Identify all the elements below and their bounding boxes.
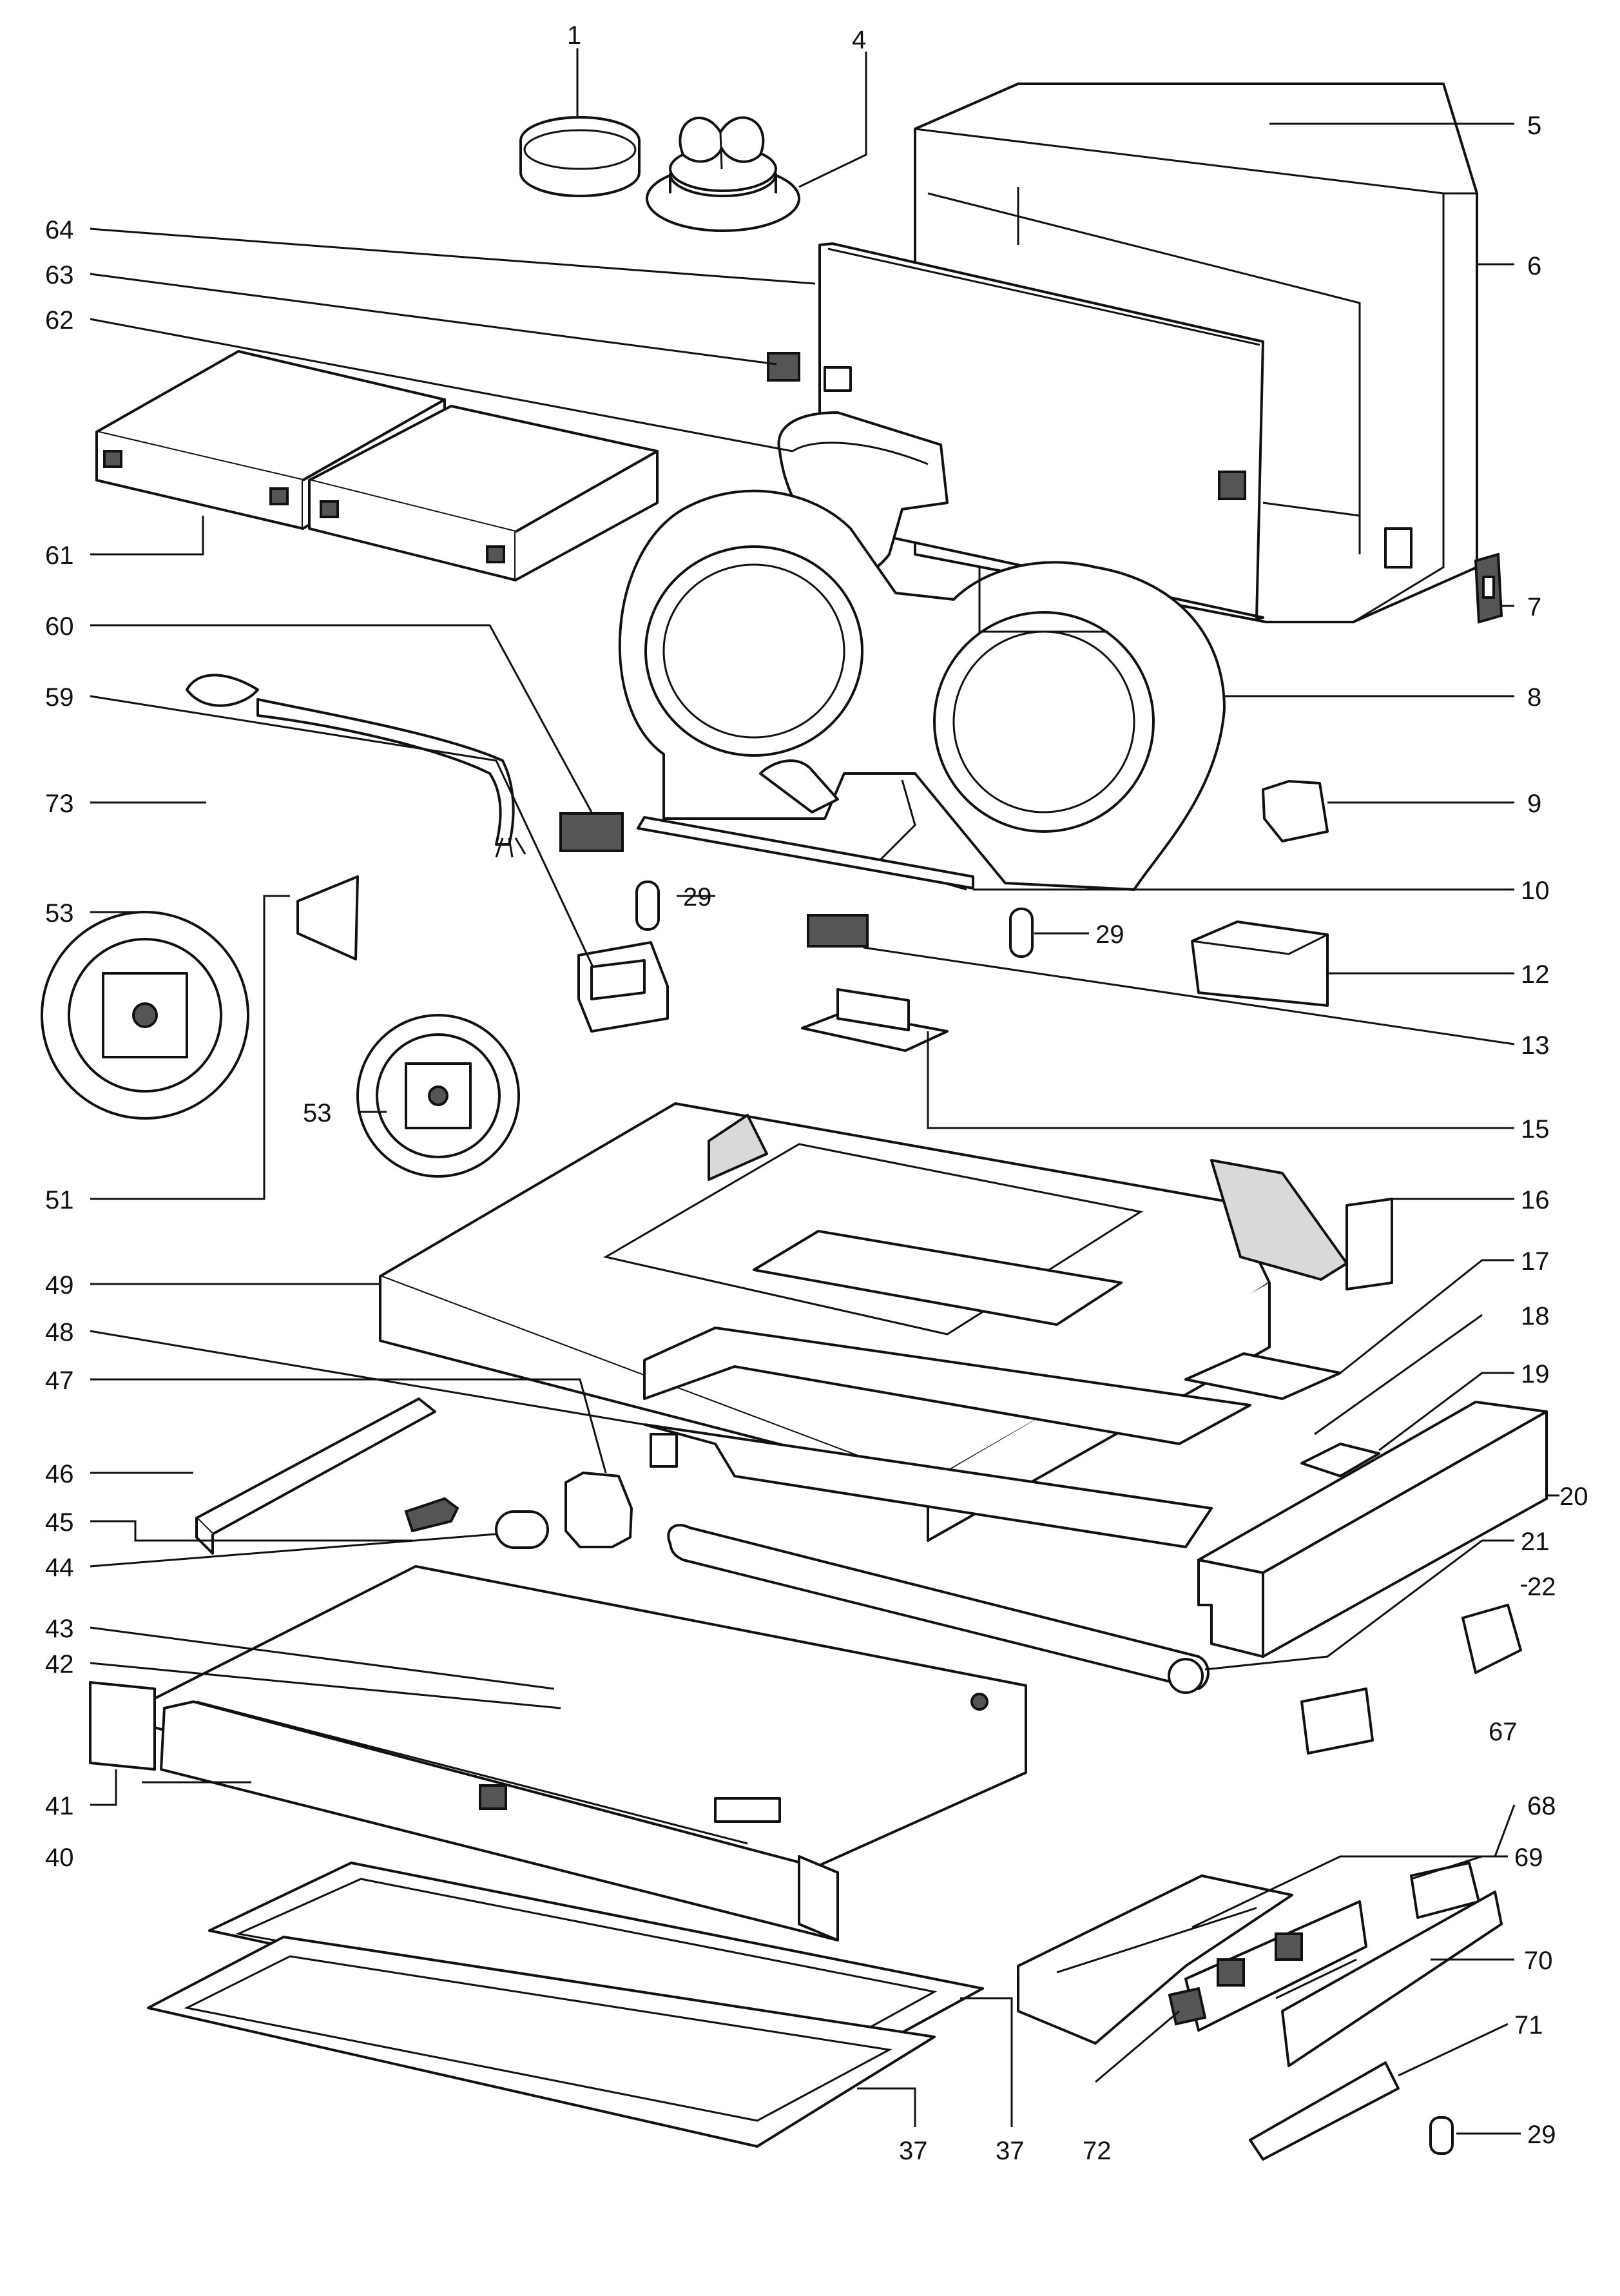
grommet-29a <box>635 880 660 931</box>
leader-lines <box>90 48 1559 2135</box>
label-18: 18 <box>1521 1302 1550 1330</box>
end-cap-41 <box>89 1681 156 1771</box>
label-64: 64 <box>45 216 74 244</box>
fan-scroll-housing-8 <box>618 489 1226 891</box>
duct-collar-1 <box>519 116 641 197</box>
terminal-block-13 <box>807 914 869 948</box>
label-8: 8 <box>1527 683 1541 712</box>
terminal-block-60 <box>559 812 624 852</box>
label-71: 71 <box>1514 2011 1543 2039</box>
label-53a: 53 <box>45 899 74 928</box>
lamp-tube-21 <box>667 1524 1210 1694</box>
part-19 <box>1300 1443 1380 1477</box>
label-22: 22 <box>1527 1573 1556 1601</box>
label-29c: 29 <box>1527 2121 1556 2149</box>
label-49: 49 <box>45 1271 74 1299</box>
label-51: 51 <box>45 1186 74 1214</box>
sheet-51 <box>296 875 359 960</box>
canopy-panel-43 <box>153 1565 1027 1893</box>
label-21: 21 <box>1521 1528 1550 1556</box>
label-41: 41 <box>45 1792 74 1820</box>
label-9: 9 <box>1527 790 1541 818</box>
grease-filter-37b <box>147 1936 936 2148</box>
front-strip-40 <box>160 1700 839 1941</box>
rail-46 <box>195 1397 436 1555</box>
part-labels: 1 4 5 6 64 63 62 61 7 60 59 8 73 9 29 10… <box>45 21 1588 2165</box>
label-70: 70 <box>1524 1947 1553 1975</box>
label-5: 5 <box>1527 112 1541 140</box>
transformer-73 <box>577 941 669 1033</box>
switch-7 <box>1474 552 1503 624</box>
label-13: 13 <box>1521 1031 1550 1060</box>
bulb-44 <box>495 1510 549 1549</box>
label-63: 63 <box>45 261 74 289</box>
charcoal-filters-61 <box>95 350 659 581</box>
label-42: 42 <box>45 1650 74 1678</box>
label-1: 1 <box>567 21 581 50</box>
label-10: 10 <box>1521 877 1550 905</box>
label-72: 72 <box>1083 2137 1112 2165</box>
switch-72 <box>1168 1987 1207 2026</box>
label-73: 73 <box>45 790 74 818</box>
grommet-29b <box>1009 908 1034 958</box>
label-67: 67 <box>1489 1718 1518 1746</box>
label-6: 6 <box>1527 252 1541 280</box>
label-37b: 37 <box>996 2137 1025 2165</box>
part-18 <box>1300 1688 1374 1755</box>
clip-45 <box>404 1497 459 1533</box>
label-12: 12 <box>1521 960 1550 989</box>
backdraft-damper-collar-4 <box>646 116 800 232</box>
fan-motor-53b <box>356 1014 520 1178</box>
bracket-9 <box>1262 780 1329 842</box>
label-17: 17 <box>1521 1247 1550 1276</box>
duct-20 <box>1197 1401 1548 1658</box>
label-46: 46 <box>45 1460 74 1488</box>
label-15: 15 <box>1521 1115 1550 1143</box>
label-53b: 53 <box>303 1099 332 1127</box>
cover-12 <box>1191 920 1329 1007</box>
label-68: 68 <box>1527 1792 1556 1820</box>
label-37a: 37 <box>899 2137 928 2165</box>
label-69: 69 <box>1514 1844 1543 1872</box>
circuit-board-15 <box>801 988 949 1052</box>
fan-motor-53a <box>41 911 249 1120</box>
label-47: 47 <box>45 1367 74 1395</box>
label-4: 4 <box>852 26 866 54</box>
control-housing-67 <box>1017 1874 1293 2045</box>
part-71 <box>1249 2061 1400 2161</box>
label-29b: 29 <box>1095 920 1124 949</box>
panel-64 <box>818 242 1264 620</box>
label-44: 44 <box>45 1553 74 1582</box>
frame-48 <box>643 1327 1251 1548</box>
label-45: 45 <box>45 1508 74 1537</box>
label-43: 43 <box>45 1615 74 1643</box>
label-29a: 29 <box>683 883 712 911</box>
strip-16 <box>1345 1198 1393 1290</box>
label-48: 48 <box>45 1318 74 1347</box>
label-40: 40 <box>45 1844 74 1872</box>
label-59: 59 <box>45 683 74 712</box>
faceplate-70 <box>1281 1891 1503 2067</box>
power-cable-59 <box>186 674 526 858</box>
label-62: 62 <box>45 306 74 335</box>
end-cap-22 <box>1461 1604 1522 1674</box>
clip-63 <box>767 352 852 392</box>
lamp-holder-47 <box>564 1472 633 1548</box>
seal-strip-10 <box>637 816 974 890</box>
label-20: 20 <box>1559 1483 1588 1511</box>
grommet-29c <box>1429 2116 1454 2155</box>
label-16: 16 <box>1521 1186 1550 1214</box>
label-19: 19 <box>1521 1360 1550 1388</box>
label-61: 61 <box>45 541 74 570</box>
label-7: 7 <box>1527 593 1541 621</box>
label-60: 60 <box>45 612 74 641</box>
